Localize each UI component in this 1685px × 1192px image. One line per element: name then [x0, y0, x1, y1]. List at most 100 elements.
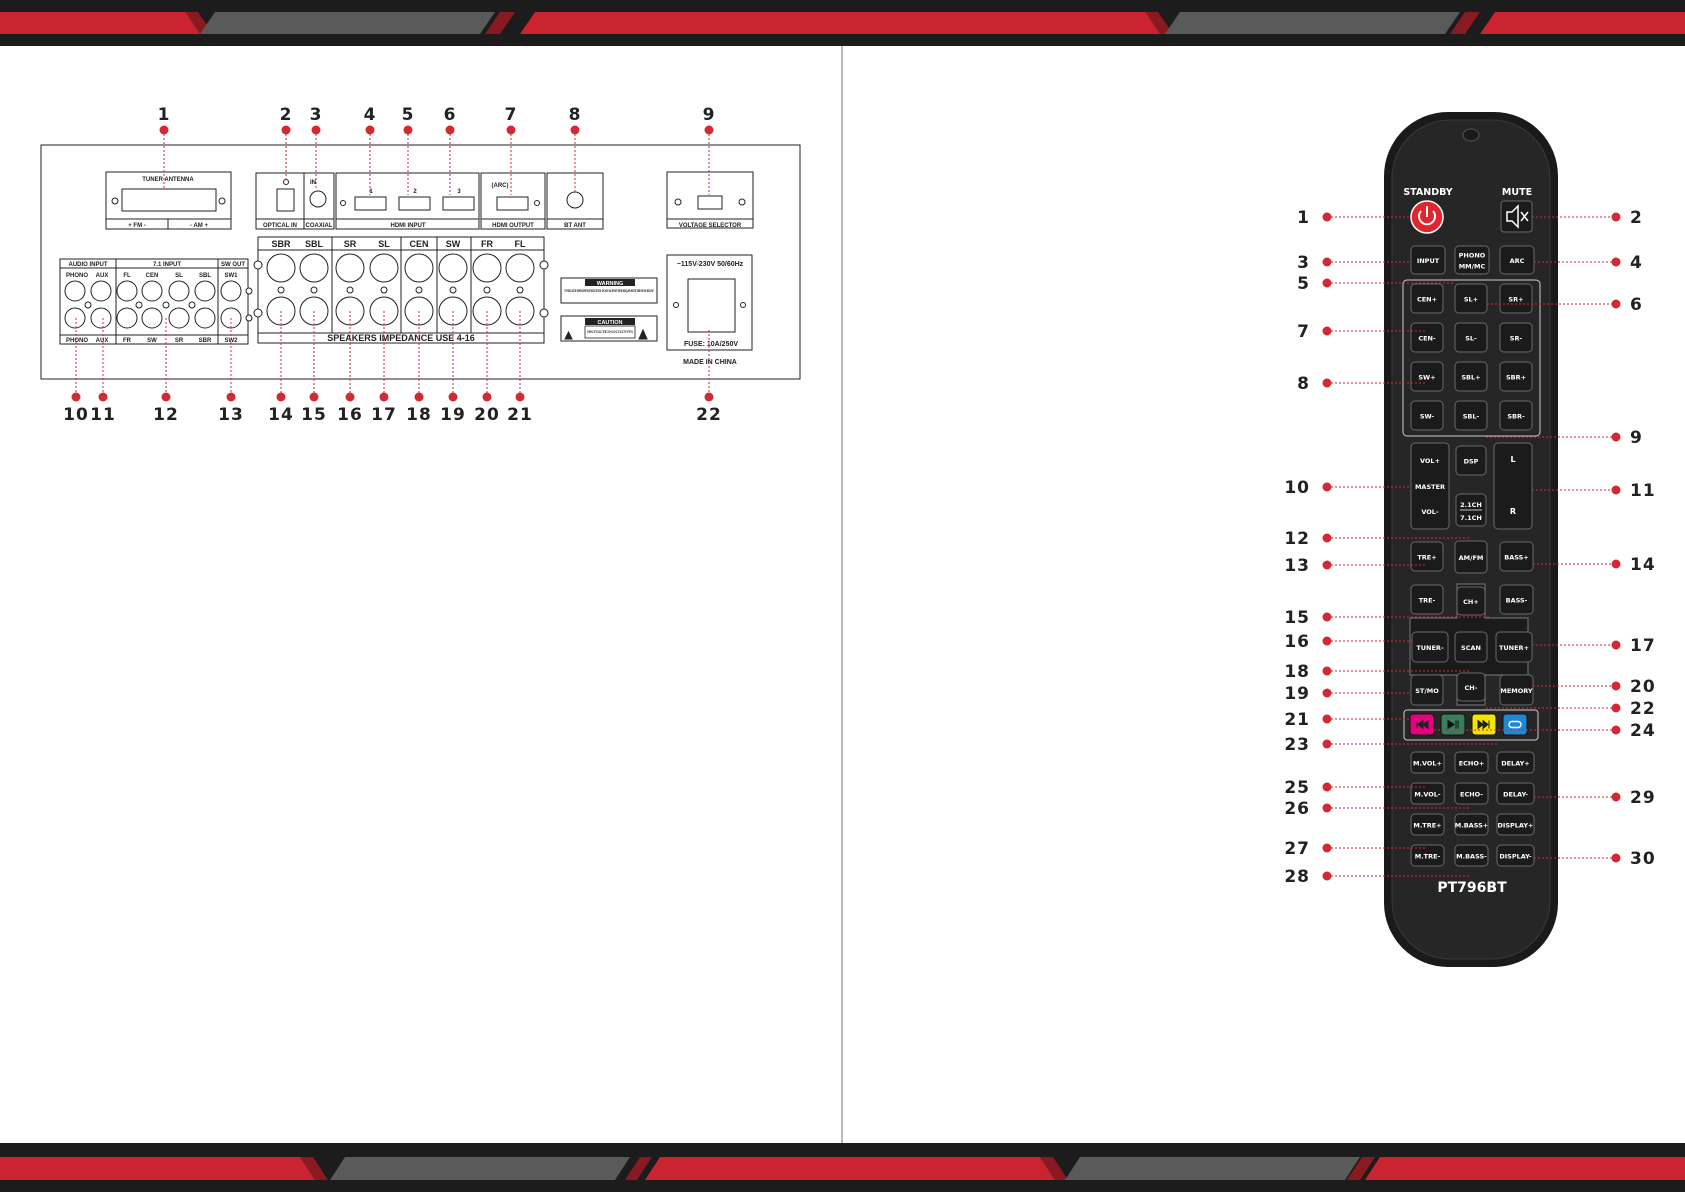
- callout-dot: [1322, 688, 1332, 698]
- svg-text:SW OUT: SW OUT: [221, 262, 245, 268]
- bass-up-button[interactable]: BASS+: [1499, 541, 1534, 572]
- sbr-up-button[interactable]: SBR+: [1499, 361, 1533, 392]
- ch-up-button[interactable]: CH+: [1456, 586, 1486, 616]
- mtre-dn-button[interactable]: M.TRE-: [1410, 844, 1445, 867]
- vol-down-label: VOL-: [1421, 508, 1439, 516]
- repeat-icon: [1508, 720, 1522, 729]
- callout-dot: [1322, 212, 1332, 222]
- arc-button[interactable]: ARC: [1499, 245, 1535, 275]
- sbr-dn-button[interactable]: SBR-: [1499, 400, 1533, 431]
- callout-number: 13: [1284, 556, 1310, 576]
- callout-number: 10: [1284, 478, 1310, 498]
- delay-dn-button[interactable]: DELAY-: [1496, 782, 1535, 805]
- svg-text:FL: FL: [515, 239, 526, 249]
- sr-dn-button[interactable]: SR-: [1499, 322, 1533, 353]
- callout-dot: [365, 125, 375, 135]
- sl-dn-button-label: SL-: [1465, 335, 1477, 343]
- tre-up-button[interactable]: TRE+: [1410, 541, 1444, 572]
- callout-number: 7: [1297, 322, 1310, 342]
- callout-number: 17: [1630, 636, 1656, 656]
- echo-dn-button[interactable]: ECHO-: [1454, 782, 1489, 805]
- tuner-up-button[interactable]: TUNER+: [1495, 631, 1533, 663]
- master-volume-button[interactable]: [1410, 442, 1450, 530]
- cen-up-button[interactable]: CEN+: [1410, 283, 1444, 314]
- mtre-up-button[interactable]: M.TRE+: [1410, 813, 1445, 836]
- display-dn-button[interactable]: DISPLAY-: [1496, 844, 1535, 867]
- callout-dot: [1611, 703, 1621, 713]
- svg-text:TO REDUCE THE RISK OF FIRE OR: TO REDUCE THE RISK OF FIRE OR ELECTRIC S…: [564, 289, 654, 293]
- input-button[interactable]: INPUT: [1410, 245, 1446, 275]
- input-button-label: INPUT: [1417, 257, 1440, 265]
- balance-button[interactable]: [1493, 442, 1533, 530]
- callout-number: 20: [474, 405, 500, 425]
- callout-dot: [226, 392, 236, 402]
- callout-number: 27: [1284, 839, 1310, 859]
- display-up-button[interactable]: DISPLAY+: [1496, 813, 1535, 836]
- sbr-up-button-label: SBR+: [1506, 374, 1526, 382]
- scan-button[interactable]: SCAN: [1454, 631, 1488, 663]
- callout-dot: [1322, 803, 1332, 813]
- remote-text: STANDBY MUTE PT796BT MASTER: [1403, 187, 1532, 896]
- sbl-dn-button[interactable]: SBL-: [1454, 400, 1488, 431]
- cen-dn-button[interactable]: CEN-: [1410, 322, 1444, 353]
- memory-button[interactable]: MEMORY: [1499, 674, 1534, 706]
- ch-dn-button[interactable]: CH-: [1456, 672, 1486, 702]
- tre-dn-button[interactable]: TRE-: [1410, 584, 1444, 615]
- svg-text:CEN: CEN: [146, 273, 159, 279]
- mvol-dn-button[interactable]: M.VOL-: [1410, 782, 1445, 805]
- mbass-dn-button[interactable]: M.BASS-: [1454, 844, 1489, 867]
- play-pause-button[interactable]: [1440, 713, 1466, 736]
- phono-mmmc-button-label: MM/MC: [1459, 263, 1486, 271]
- callout-number: 22: [1630, 699, 1656, 719]
- standby-button[interactable]: [1410, 200, 1444, 234]
- sr-up-button[interactable]: SR+: [1499, 283, 1533, 314]
- delay-up-button[interactable]: DELAY+: [1496, 751, 1535, 774]
- mbass-up-button[interactable]: M.BASS+: [1454, 813, 1489, 836]
- callout-dot: [1611, 725, 1621, 735]
- callout-dot: [403, 125, 413, 135]
- svg-text:SL: SL: [175, 273, 183, 279]
- callout-dot: [448, 392, 458, 402]
- svg-text:OPTICAL IN: OPTICAL IN: [263, 223, 297, 229]
- next-track-button[interactable]: [1471, 713, 1497, 736]
- bass-dn-button[interactable]: BASS-: [1499, 584, 1534, 615]
- remote-group-outlines: [1402, 279, 1541, 741]
- echo-up-button[interactable]: ECHO+: [1454, 751, 1489, 774]
- ch-up-button-label: CH+: [1463, 598, 1479, 606]
- sw-dn-button[interactable]: SW-: [1410, 400, 1444, 431]
- warning-title-bar: [585, 279, 635, 286]
- svg-text:CEN: CEN: [409, 239, 428, 249]
- callout-dot: [570, 125, 580, 135]
- sl-dn-button[interactable]: SL-: [1454, 322, 1488, 353]
- repeat-button[interactable]: [1502, 713, 1528, 736]
- callout-number: 2: [280, 105, 293, 125]
- svg-text:SBL: SBL: [305, 239, 324, 249]
- stmo-button[interactable]: ST/MO: [1410, 674, 1444, 706]
- prev-track-button[interactable]: [1409, 713, 1435, 736]
- callout-number: 4: [364, 105, 377, 125]
- fast-forward-icon: [1477, 719, 1490, 730]
- callout-dot: [1611, 432, 1621, 442]
- svg-text:SR: SR: [344, 239, 357, 249]
- sbl-up-button[interactable]: SBL+: [1454, 361, 1488, 392]
- svg-text:1: 1: [369, 189, 373, 195]
- rewind-icon: [1416, 719, 1429, 730]
- sl-up-button[interactable]: SL+: [1454, 283, 1488, 314]
- callout-dot: [1322, 714, 1332, 724]
- amfm-button[interactable]: AM/FM: [1454, 540, 1488, 574]
- sw-up-button-label: SW+: [1418, 374, 1435, 382]
- tuner-dn-button[interactable]: TUNER-: [1411, 631, 1449, 663]
- callout-number: 6: [1630, 295, 1643, 315]
- dsp-button[interactable]: DSP: [1455, 445, 1487, 476]
- callout-dot: [1322, 257, 1332, 267]
- callout-dot: [1322, 843, 1332, 853]
- rca-jacks: [64, 280, 253, 329]
- mvol-up-button[interactable]: M.VOL+: [1410, 751, 1445, 774]
- callout-number: 19: [440, 405, 466, 425]
- cen-up-button-label: CEN+: [1417, 296, 1437, 304]
- callout-number: 16: [337, 405, 363, 425]
- sw-up-button[interactable]: SW+: [1410, 361, 1444, 392]
- mute-button[interactable]: [1500, 200, 1533, 233]
